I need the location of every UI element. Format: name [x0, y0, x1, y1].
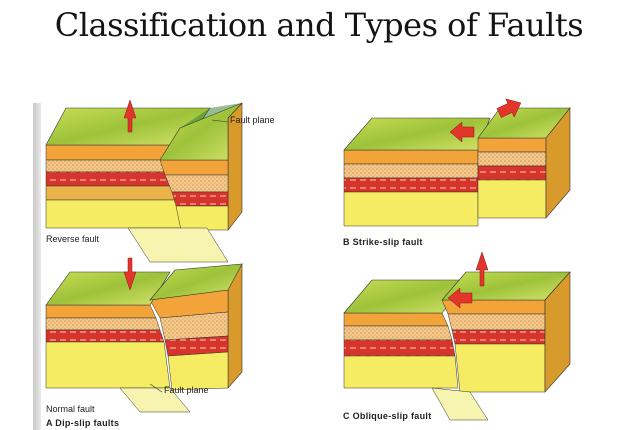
reverse-fault-block — [45, 99, 243, 263]
uplift-arrow-icon — [123, 99, 137, 133]
strike-slip-block — [343, 98, 571, 227]
normal-fault-block — [45, 257, 243, 413]
normal-fault-label: Normal fault — [46, 404, 95, 414]
oblique-up-arrow-icon — [475, 251, 489, 287]
fault-plane-label-bottom: Fault plane — [164, 385, 209, 395]
left-edge-strip — [33, 103, 41, 430]
downthrow-arrow-icon — [123, 257, 137, 291]
oblique-slip-arrow-icon — [447, 287, 473, 309]
slip-left-arrow-icon — [449, 121, 475, 143]
oblique-slip-block — [343, 251, 571, 421]
caption-oblique-slip: C Oblique-slip fault — [343, 411, 432, 421]
fault-plane-label-top: Fault plane — [230, 115, 275, 125]
reverse-fault-label: Reverse fault — [46, 234, 100, 244]
caption-dip-slip: A Dip-slip faults — [46, 418, 120, 428]
slip-right-arrow-icon — [496, 98, 522, 118]
page-title: Classification and Types of Faults — [54, 6, 584, 44]
caption-strike-slip: B Strike-slip fault — [343, 237, 423, 247]
